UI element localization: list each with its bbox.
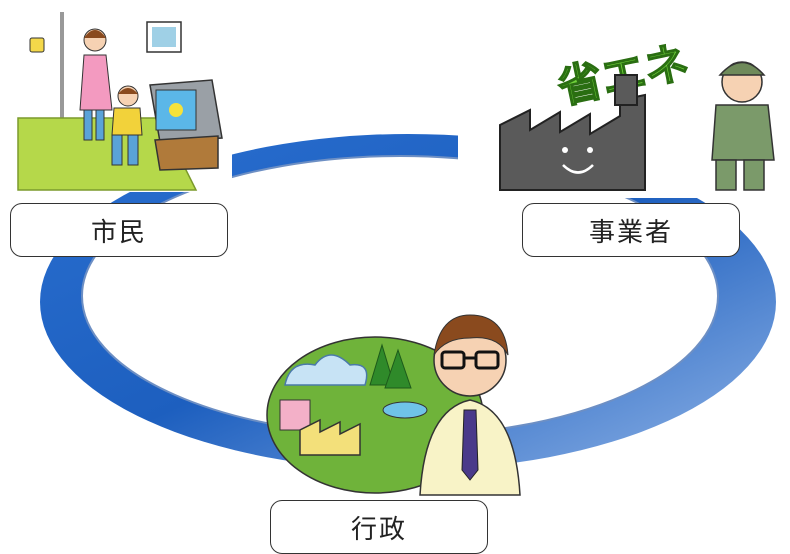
business-illustration: 省エネ [458, 20, 783, 198]
citizen-label: 市民 [10, 203, 228, 257]
business-label: 事業者 [522, 203, 740, 257]
government-label: 行政 [270, 500, 488, 554]
government-illustration [266, 314, 521, 496]
citizen-illustration [12, 12, 232, 192]
